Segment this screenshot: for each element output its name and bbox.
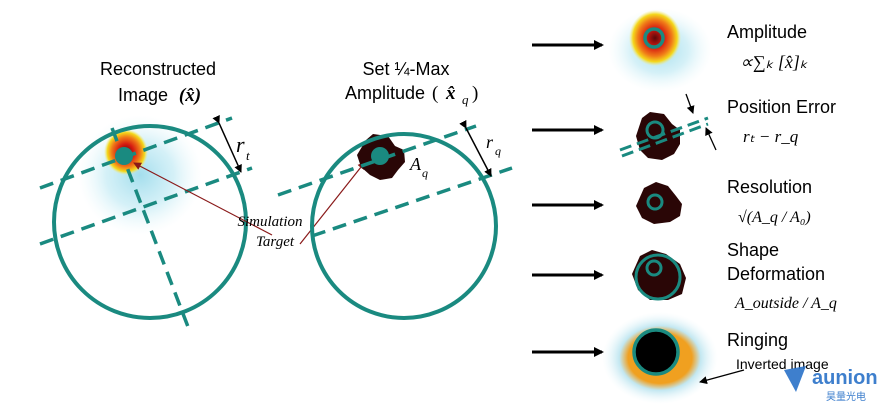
thumbnail-position-error bbox=[619, 93, 717, 160]
middle-dashed-line-lower bbox=[311, 166, 513, 238]
middle-area-label: A bbox=[409, 154, 422, 174]
metric-amplitude-name: Amplitude bbox=[727, 22, 807, 42]
thumbnail-shape-deformation bbox=[632, 250, 686, 301]
metric-shape-name-line1: Shape bbox=[727, 240, 779, 260]
thumbnail-amplitude bbox=[608, 8, 712, 92]
left-dashed-line-upper bbox=[39, 116, 233, 190]
middle-symbol-main: x̂ bbox=[445, 83, 456, 104]
middle-title-line2: Amplitude bbox=[345, 83, 425, 103]
metric-ringing-note: Inverted image bbox=[736, 356, 829, 372]
left-title-line1: Reconstructed bbox=[100, 59, 216, 79]
watermark-chinese: 昊量光电 bbox=[826, 390, 866, 403]
middle-radius-arrow bbox=[459, 119, 492, 177]
middle-target-marker bbox=[371, 147, 389, 165]
metric-ringing-name: Ringing bbox=[727, 330, 788, 350]
middle-symbol-close: ) bbox=[472, 83, 478, 104]
middle-title-line1: Set ¼-Max bbox=[362, 59, 449, 79]
metric-position-error-name: Position Error bbox=[727, 97, 836, 117]
thumbnail-resolution bbox=[636, 182, 682, 224]
left-radius-label: r bbox=[236, 132, 245, 157]
left-radius-sub: t bbox=[246, 148, 250, 163]
watermark-logo: aunion 昊量光电 bbox=[784, 366, 878, 403]
left-radius-arrow bbox=[212, 114, 242, 173]
metric-shape-formula: A_outside / A_q bbox=[734, 295, 837, 312]
middle-symbol-sub: q bbox=[462, 92, 469, 107]
left-symbol: (x̂) bbox=[179, 85, 201, 106]
left-target-marker bbox=[115, 147, 133, 165]
left-title-line2: Image bbox=[118, 85, 168, 105]
metric-shape-name-line2: Deformation bbox=[727, 264, 825, 284]
metric-resolution-name: Resolution bbox=[727, 177, 812, 197]
middle-radius-sub: q bbox=[495, 144, 501, 158]
middle-symbol-open: ( bbox=[432, 83, 438, 104]
left-dashed-line-vertical bbox=[110, 127, 192, 333]
thumbnail-ringing bbox=[602, 312, 718, 404]
watermark-logo-icon bbox=[784, 366, 806, 392]
middle-radius-label: r bbox=[486, 132, 494, 152]
middle-area-sub: q bbox=[422, 166, 428, 180]
metric-amplitude-formula: ∝∑ₖ [x̂]ₖ bbox=[740, 52, 808, 72]
middle-boundary-circle bbox=[310, 132, 498, 320]
ringing-note-arrow bbox=[699, 369, 745, 385]
middle-leader-line bbox=[299, 161, 366, 245]
left-leader-line bbox=[133, 162, 273, 236]
watermark-brand: aunion bbox=[812, 367, 878, 389]
target-label-line2: Target bbox=[256, 234, 295, 250]
left-panel: Reconstructed Image (x̂) r t Simulation … bbox=[39, 59, 366, 333]
metric-position-error-formula: rₜ − r_q bbox=[743, 127, 799, 146]
middle-panel: Set ¼-Max Amplitude ( x̂ q ) A q r q bbox=[277, 59, 513, 320]
middle-dashed-line-upper bbox=[277, 124, 477, 197]
metric-resolution-formula: √(A_q / A₀) bbox=[738, 209, 811, 226]
left-dashed-line-lower bbox=[39, 166, 253, 246]
metrics-column: Amplitude ∝∑ₖ [x̂]ₖ Position Error rₜ − … bbox=[532, 8, 837, 404]
target-label-line1: Simulation bbox=[237, 214, 302, 230]
